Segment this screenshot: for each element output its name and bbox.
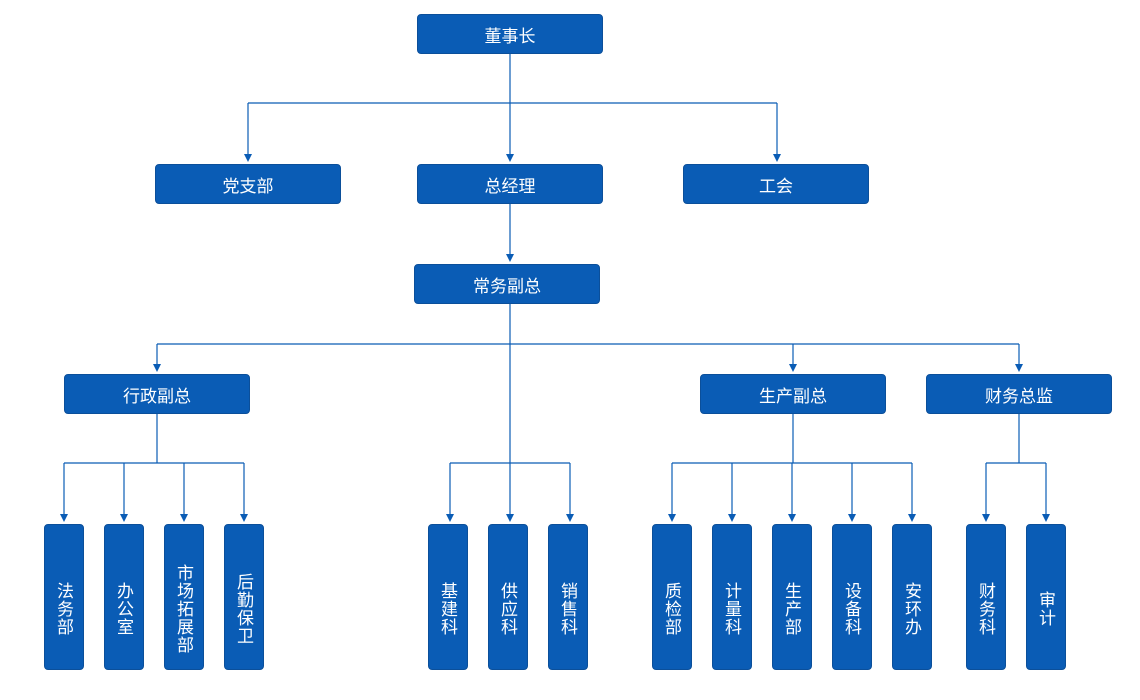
dept-construction-box: 基建科 bbox=[428, 524, 468, 670]
union-label: 工会 bbox=[759, 176, 793, 197]
party-branch-box: 党支部 bbox=[155, 164, 341, 204]
dept-production-box: 生产部 bbox=[772, 524, 812, 670]
general-manager-box: 总经理 bbox=[417, 164, 603, 204]
admin-vp-label: 行政副总 bbox=[123, 386, 191, 407]
dept-finance-label: 财务科 bbox=[975, 582, 995, 636]
party-branch-label: 党支部 bbox=[222, 176, 274, 197]
general-manager-label: 总经理 bbox=[484, 176, 536, 197]
finance-director-label: 财务总监 bbox=[985, 386, 1053, 407]
dept-production-label: 生产部 bbox=[781, 582, 801, 636]
dept-finance-box: 财务科 bbox=[966, 524, 1006, 670]
dept-qc-label: 质检部 bbox=[661, 582, 681, 636]
dept-audit-box: 审计 bbox=[1026, 524, 1066, 670]
dept-logistics-box: 后勤保卫 bbox=[224, 524, 264, 670]
executive-vp-label: 常务副总 bbox=[473, 276, 541, 297]
dept-equipment-label: 设备科 bbox=[841, 582, 861, 636]
chairman-label: 董事长 bbox=[484, 26, 536, 47]
admin-vp-box: 行政副总 bbox=[64, 374, 250, 414]
dept-office-label: 办公室 bbox=[113, 582, 133, 636]
dept-sales-label: 销售科 bbox=[557, 582, 577, 636]
dept-sales-box: 销售科 bbox=[548, 524, 588, 670]
executive-vp-box: 常务副总 bbox=[414, 264, 600, 304]
dept-legal-label: 法务部 bbox=[53, 582, 73, 636]
production-vp-box: 生产副总 bbox=[700, 374, 886, 414]
finance-director-box: 财务总监 bbox=[926, 374, 1112, 414]
dept-safety-label: 安环办 bbox=[901, 582, 921, 636]
chairman-box: 董事长 bbox=[417, 14, 603, 54]
dept-legal-box: 法务部 bbox=[44, 524, 84, 670]
dept-market-box: 市场拓展部 bbox=[164, 524, 204, 670]
dept-supply-label: 供应科 bbox=[497, 582, 517, 636]
dept-market-label: 市场拓展部 bbox=[173, 564, 193, 654]
dept-qc-box: 质检部 bbox=[652, 524, 692, 670]
dept-safety-box: 安环办 bbox=[892, 524, 932, 670]
production-vp-label: 生产副总 bbox=[759, 386, 827, 407]
dept-construction-label: 基建科 bbox=[437, 582, 457, 636]
dept-metering-box: 计量科 bbox=[712, 524, 752, 670]
dept-equipment-box: 设备科 bbox=[832, 524, 872, 670]
union-box: 工会 bbox=[683, 164, 869, 204]
dept-supply-box: 供应科 bbox=[488, 524, 528, 670]
dept-logistics-label: 后勤保卫 bbox=[233, 573, 253, 645]
dept-office-box: 办公室 bbox=[104, 524, 144, 670]
dept-audit-label: 审计 bbox=[1035, 591, 1055, 627]
dept-metering-label: 计量科 bbox=[721, 582, 741, 636]
